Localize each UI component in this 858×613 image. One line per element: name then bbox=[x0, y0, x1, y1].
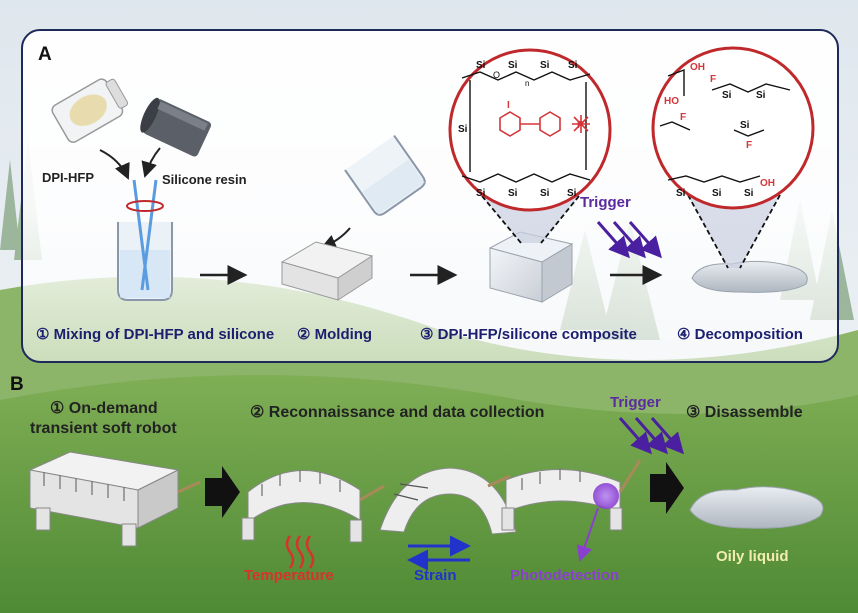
chem-si-label: Si bbox=[508, 60, 518, 71]
step-reconnaissance-label: ② Reconnaissance and data collection bbox=[250, 404, 545, 421]
temperature-label: Temperature bbox=[244, 567, 334, 584]
robot-2-bent-up bbox=[241, 470, 385, 543]
robot-3-arched bbox=[379, 467, 517, 535]
photodetection-label: Photodetection bbox=[510, 567, 620, 584]
chem-si-label: Si bbox=[722, 90, 732, 101]
big-arrow-1 bbox=[205, 466, 240, 518]
composite-structure-circle bbox=[448, 48, 612, 212]
robot-4-bent bbox=[501, 459, 642, 531]
step-disassemble-label: ③ Disassemble bbox=[686, 404, 803, 421]
dpi-hfp-label: DPI-HFP bbox=[42, 170, 94, 185]
robot-1 bbox=[28, 451, 201, 547]
chem-si-label: Si bbox=[567, 188, 577, 199]
zoom-cone-4 bbox=[688, 195, 780, 268]
silicone-resin-label: Silicone resin bbox=[162, 172, 247, 187]
pour-arrow-left bbox=[99, 149, 130, 180]
chem-si-label: Si bbox=[744, 188, 754, 199]
step-decomposition-label: ④ Decomposition bbox=[677, 326, 803, 343]
decomposed-puddle bbox=[691, 260, 808, 293]
pour-arrow-right bbox=[141, 147, 161, 178]
chem-si-label: Si bbox=[676, 188, 686, 199]
trigger-arrows-a bbox=[596, 221, 662, 259]
chem-f-label: F bbox=[680, 112, 686, 123]
trigger-label-a: Trigger bbox=[580, 194, 631, 211]
step-mixing-label: ① Mixing of DPI-HFP and silicone bbox=[36, 326, 275, 343]
chem-oh-label: OH bbox=[760, 178, 775, 189]
trigger-label-b: Trigger bbox=[610, 394, 661, 411]
strain-arrows-icon bbox=[407, 535, 471, 571]
step-on-demand-label-2: transient soft robot bbox=[30, 420, 177, 437]
decomposed-chain-drawing bbox=[659, 68, 791, 183]
composite-chain-drawing bbox=[461, 71, 591, 183]
panel-b-letter: B bbox=[10, 374, 24, 395]
chem-i-label: I bbox=[507, 100, 510, 111]
pouring-beaker-icon bbox=[344, 135, 426, 216]
panel-a-box bbox=[21, 29, 839, 363]
step-on-demand-label: ① On-demand bbox=[50, 400, 158, 417]
chem-si-label: Si bbox=[508, 188, 518, 199]
photodetector-glow bbox=[593, 483, 619, 509]
step-composite-label: ③ DPI-HFP/silicone composite bbox=[420, 326, 637, 343]
chem-si-label: Si bbox=[476, 60, 486, 71]
chem-p-label: P bbox=[577, 120, 584, 131]
temperature-icon bbox=[285, 535, 315, 569]
trigger-arrows-b bbox=[618, 417, 684, 455]
chem-si-label: Si bbox=[740, 120, 750, 131]
photodetection-arrow bbox=[577, 507, 599, 562]
chem-si-label: Si bbox=[712, 188, 722, 199]
chem-o-label: O bbox=[493, 70, 500, 80]
oily-liquid-label: Oily liquid bbox=[716, 548, 789, 565]
chem-oh-label: OH bbox=[690, 62, 705, 73]
chem-f-label: F bbox=[710, 74, 716, 85]
big-arrow-2 bbox=[650, 462, 684, 514]
oily-liquid-puddle bbox=[689, 486, 824, 529]
chem-si-label: Si bbox=[458, 124, 468, 135]
mold-tray-icon bbox=[280, 241, 374, 301]
chem-si-label: Si bbox=[540, 188, 550, 199]
chem-ho-label: HO bbox=[664, 96, 679, 107]
step-molding-label: ② Molding bbox=[297, 326, 373, 343]
strain-label: Strain bbox=[414, 567, 457, 584]
chem-si-label: Si bbox=[756, 90, 766, 101]
mixing-beaker-icon bbox=[117, 179, 173, 301]
chem-si-label: Si bbox=[476, 188, 486, 199]
silicone-bucket-icon bbox=[140, 97, 212, 157]
panel-a-letter: A bbox=[38, 44, 52, 65]
decomposed-structure-circle bbox=[651, 46, 815, 210]
dpi-hfp-jar-icon bbox=[51, 78, 129, 143]
chem-si-label: Si bbox=[568, 60, 578, 71]
chem-n-label: n bbox=[525, 79, 529, 88]
composite-cube-icon bbox=[488, 231, 574, 303]
dpi-ion-drawing bbox=[499, 111, 590, 137]
chem-si-label: Si bbox=[540, 60, 550, 71]
chem-f-label: F bbox=[746, 140, 752, 151]
